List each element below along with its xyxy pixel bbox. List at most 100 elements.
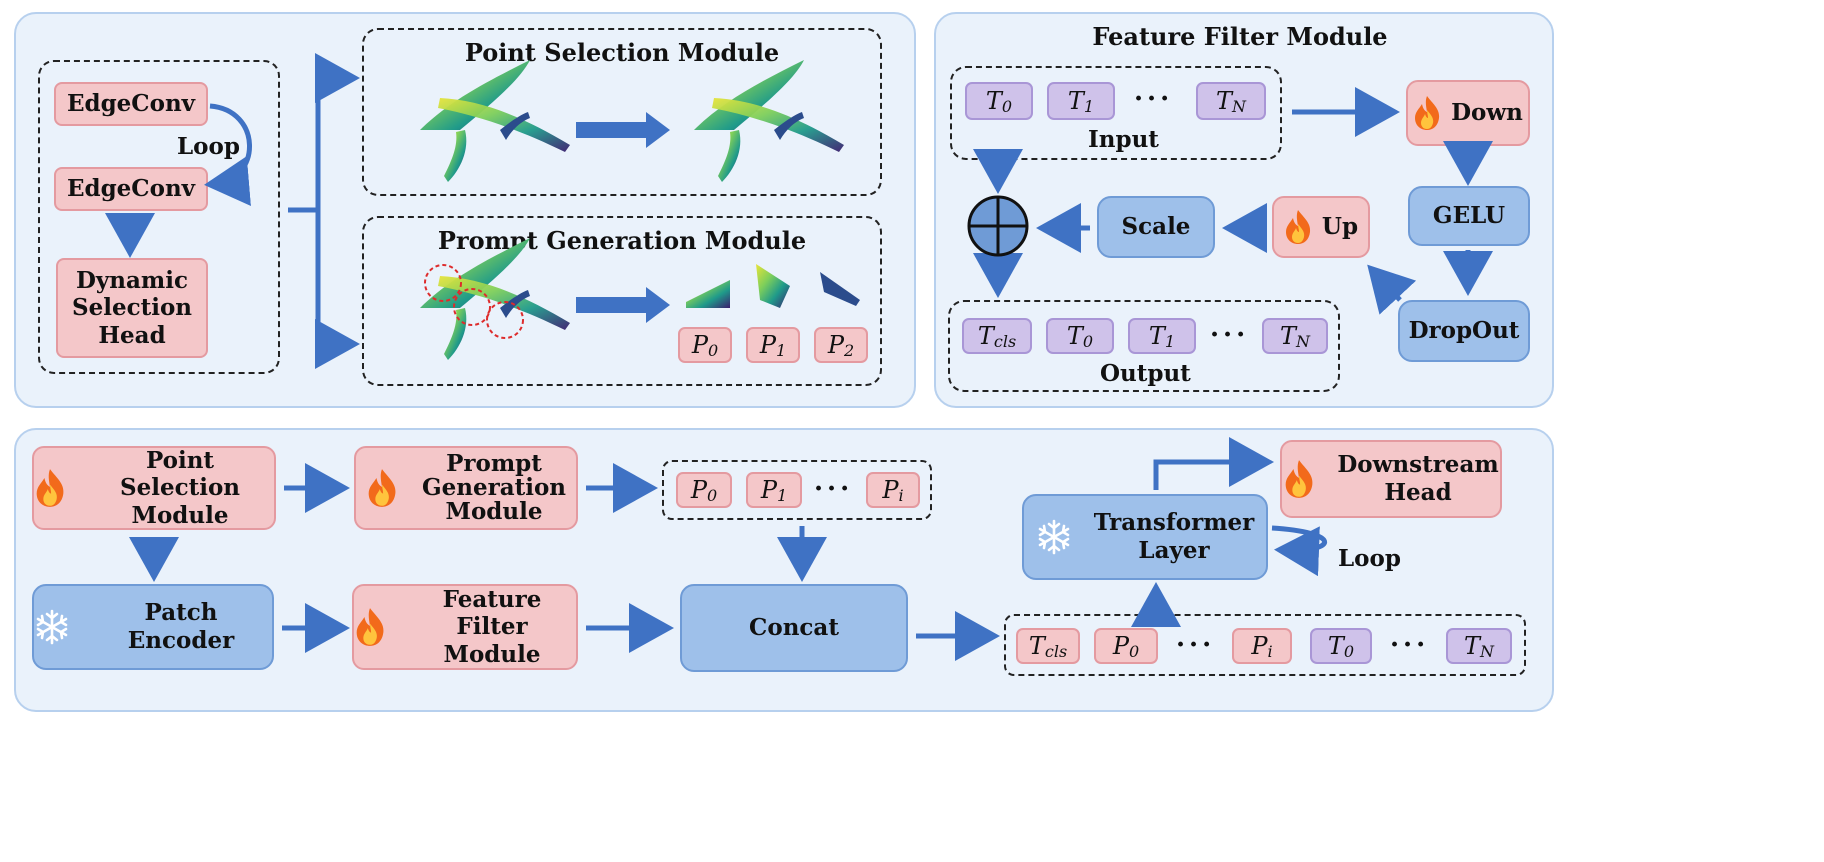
ff-up-label: Up: [1321, 213, 1359, 241]
pl-pi-sub: i: [898, 485, 904, 505]
pl-ff-line-2: Module: [443, 640, 541, 668]
connector-arrows: [105, 53, 360, 369]
prompt-generation-title: Prompt Generation Module: [437, 226, 807, 255]
pl-feature-filter-text: Feature Filter Module: [408, 586, 576, 669]
feature-filter-title: Feature Filter Module: [1092, 22, 1388, 51]
prompt-patches: [686, 264, 860, 308]
pl-concat-box: Concat: [680, 584, 908, 672]
patch-p1-sub: 1: [775, 340, 787, 360]
edgeconv-box-2: EdgeConv: [54, 167, 208, 211]
point-cloud-prompt: [420, 238, 570, 360]
pl-transformer-text: Transformer Layer: [1094, 509, 1255, 564]
module-arrows: [576, 112, 670, 323]
pl-dh-line-1: Downstream: [1337, 451, 1499, 479]
dsh-line-1: Dynamic: [75, 266, 188, 294]
pl-seq-1-base: P: [1112, 632, 1129, 660]
pl-patch-encoder-label: Patch Encoder: [127, 599, 235, 654]
pl-ps-line-1: Point Selection: [119, 446, 241, 502]
edgeconv-box-1: EdgeConv: [54, 82, 208, 126]
branch-to-prompt-generation-arrow: [315, 210, 360, 369]
branch-to-point-selection-arrow: [288, 53, 360, 213]
dsh-line-2: Selection: [71, 294, 193, 322]
pl-prompt-dots: ···: [814, 474, 854, 504]
ff-out-tcls-base: T: [977, 322, 994, 350]
ff-dropout-box: DropOut: [1398, 300, 1530, 362]
edgeconv-loop-label: Loop: [177, 133, 240, 160]
ff-out-tcls-sub: cls: [993, 331, 1017, 351]
ff-scale-label: Scale: [1121, 213, 1191, 241]
patch-p1-base: P: [759, 331, 776, 359]
fire-icon: [368, 469, 396, 507]
pl-prompt-generation-box: Prompt Generation Module: [354, 446, 578, 530]
ff-out-t0-base: T: [1066, 322, 1083, 350]
dynamic-selection-group: [38, 60, 280, 374]
patch-image-2: [820, 272, 860, 306]
patch-p0-sub: 0: [707, 340, 719, 360]
prompt-circles: [424, 264, 524, 339]
ff-in-tn-sub: N: [1232, 96, 1246, 116]
fire-icon: [36, 469, 64, 507]
sum-icon: [967, 195, 1029, 257]
pl-tr-line-2: Layer: [1138, 537, 1210, 564]
ff-scale-box: Scale: [1097, 196, 1215, 258]
edgeconv-loop-arrow: [204, 103, 252, 206]
pl-prompt-token-group: [662, 460, 932, 520]
ff-input-label: Input: [1088, 126, 1159, 153]
pl-prompt-gen-text: Prompt Generation Module: [421, 449, 567, 524]
pl-transformer-box: Transformer Layer: [1022, 494, 1268, 580]
pl-pg-line-1: Prompt: [446, 449, 542, 477]
pl-point-selection-text: Point Selection Module: [86, 447, 274, 530]
pl-downstream-text: Downstream Head: [1337, 451, 1498, 506]
ff-arrows: [973, 87, 1493, 315]
patch-image-1: [756, 264, 790, 308]
ff-in-t1-sub: 1: [1083, 96, 1095, 116]
pl-seq-dots-2: ···: [1390, 630, 1430, 660]
pl-seq-2-sub: i: [1267, 641, 1273, 661]
dsh-line-3: Head: [98, 321, 166, 349]
pl-seq-4-sub: N: [1480, 641, 1494, 661]
ff-output-label: Output: [1100, 360, 1191, 387]
ff-output-dots: ···: [1210, 320, 1250, 350]
patch-p2-base: P: [827, 331, 844, 359]
edgeconv-2-label: EdgeConv: [66, 175, 196, 203]
ff-out-tn-sub: N: [1296, 331, 1310, 351]
patch-p2-sub: 2: [843, 340, 855, 360]
pl-downstream-head-box: Downstream Head: [1280, 440, 1502, 518]
pl-dh-line-2: Head: [1384, 479, 1452, 506]
fire-icon: [1415, 96, 1440, 130]
ff-out-t1-sub: 1: [1164, 331, 1176, 351]
pl-seq-0-base: T: [1028, 632, 1045, 660]
pl-pg-line-2: Generation: [421, 473, 567, 501]
pl-p0-sub: 0: [706, 485, 718, 505]
pl-seq-4-base: T: [1463, 632, 1480, 660]
ff-down-label: Down: [1451, 99, 1523, 127]
prompt-generation-module-box: [362, 216, 882, 386]
pl-p1-base: P: [760, 476, 777, 504]
ff-gelu-label: GELU: [1432, 202, 1506, 230]
fire-icon: [356, 608, 384, 646]
ff-gelu-box: GELU: [1408, 186, 1530, 246]
ff-down-box: Down: [1406, 80, 1530, 146]
pl-pi-base: P: [882, 476, 899, 504]
ff-input-dots: ···: [1134, 84, 1174, 114]
pl-seq-2-base: P: [1251, 632, 1268, 660]
ff-dropout-to-up-arrow: [1367, 264, 1417, 315]
ff-input-group: [950, 66, 1282, 160]
ff-in-t1-base: T: [1067, 87, 1084, 115]
pl-tr-line-1: Transformer: [1093, 509, 1255, 537]
pl-transformer-to-head-arrow: [1153, 437, 1274, 490]
ff-in-t0-sub: 0: [1001, 96, 1013, 116]
pl-point-selection-box: Point Selection Module: [32, 446, 276, 530]
patch-image-0: [686, 280, 730, 308]
ff-dropout-label: DropOut: [1408, 317, 1520, 345]
